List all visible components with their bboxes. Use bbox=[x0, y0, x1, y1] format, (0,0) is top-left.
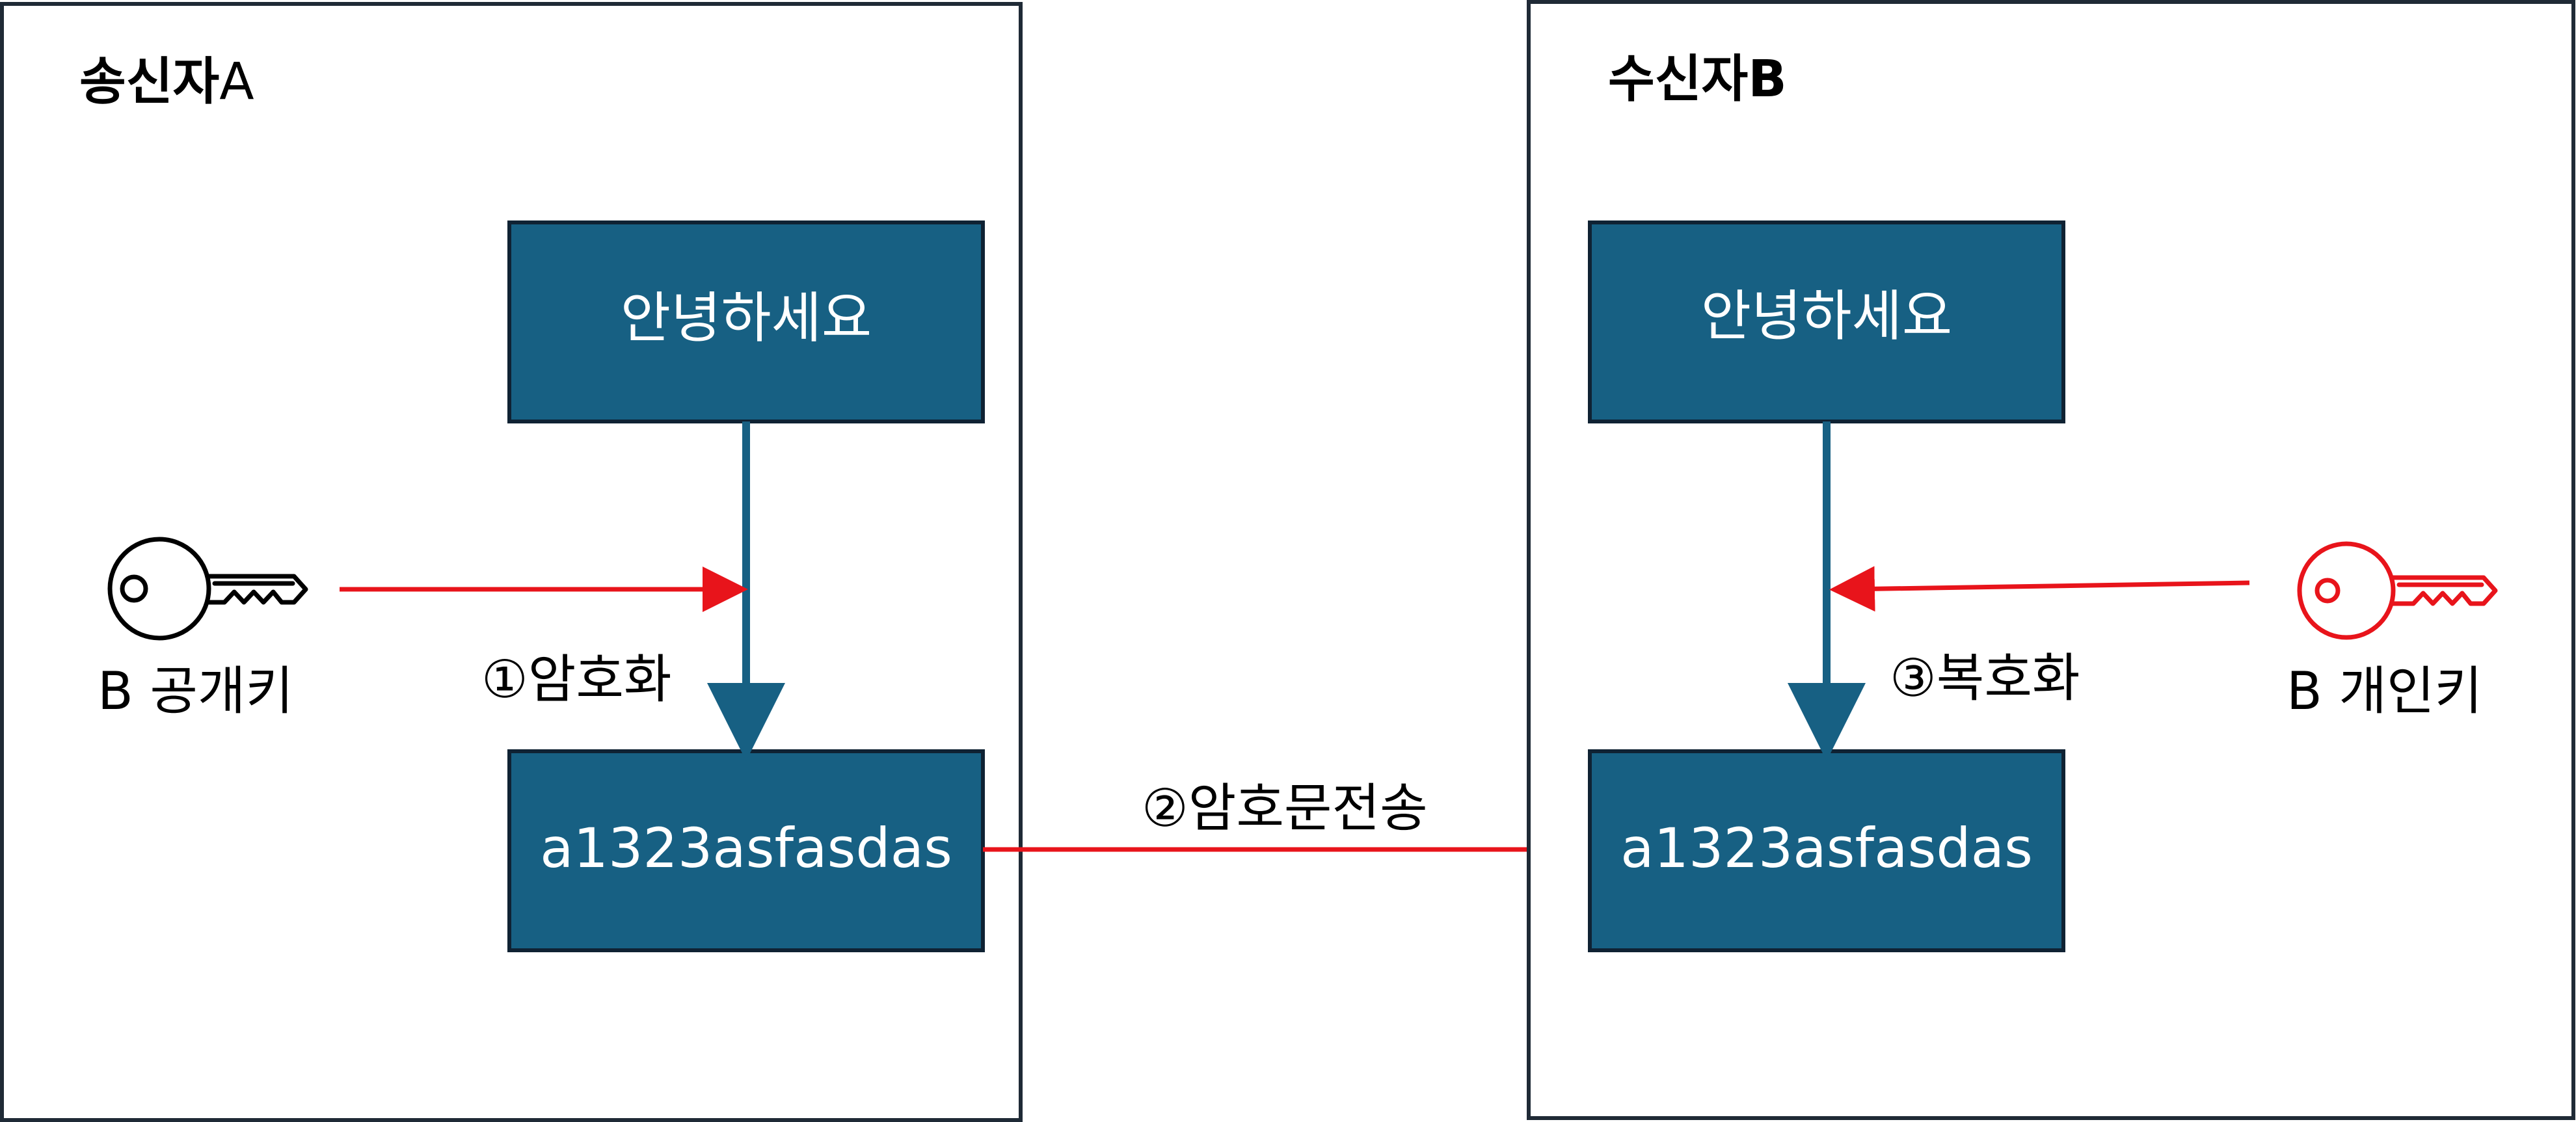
sender-panel: 송신자A 안녕하세요 a1323asfasdas B 공개키 ①암호화 bbox=[0, 2, 1023, 1122]
receiver-ciphertext-text: a1323asfasdas bbox=[1620, 816, 2033, 880]
private-key-label: B 개인키 bbox=[2287, 661, 2482, 721]
receiver-plaintext-text: 안녕하세요 bbox=[1701, 284, 1952, 348]
sender-title: 송신자A bbox=[79, 53, 254, 111]
sender-title-suffix: A bbox=[219, 53, 254, 111]
private-key-icon bbox=[2297, 541, 2498, 640]
sender-title-bold: 송신자 bbox=[79, 53, 219, 111]
transfer-step-label: ②암호문전송 bbox=[1142, 778, 1428, 838]
sender-ciphertext-box bbox=[507, 749, 985, 952]
sender-ciphertext-text: a1323asfasdas bbox=[540, 816, 952, 880]
encrypt-step-label: ①암호화 bbox=[481, 649, 672, 710]
receiver-title: 수신자B bbox=[1608, 50, 1787, 109]
public-key-label: B 공개키 bbox=[98, 661, 293, 721]
receiver-plaintext-box bbox=[1588, 220, 2065, 423]
decrypt-step-label: ③복호화 bbox=[1890, 648, 2080, 708]
sender-plaintext-box bbox=[507, 220, 985, 423]
receiver-panel: 수신자B 안녕하세요 a1323asfasdas B 개인키 ③복호화 bbox=[1527, 0, 2575, 1120]
private-key-arrow bbox=[1829, 566, 2250, 612]
sender-plaintext-text: 안녕하세요 bbox=[621, 286, 872, 350]
sender-panel-frame bbox=[0, 2, 1023, 1122]
public-key-icon bbox=[107, 537, 308, 641]
